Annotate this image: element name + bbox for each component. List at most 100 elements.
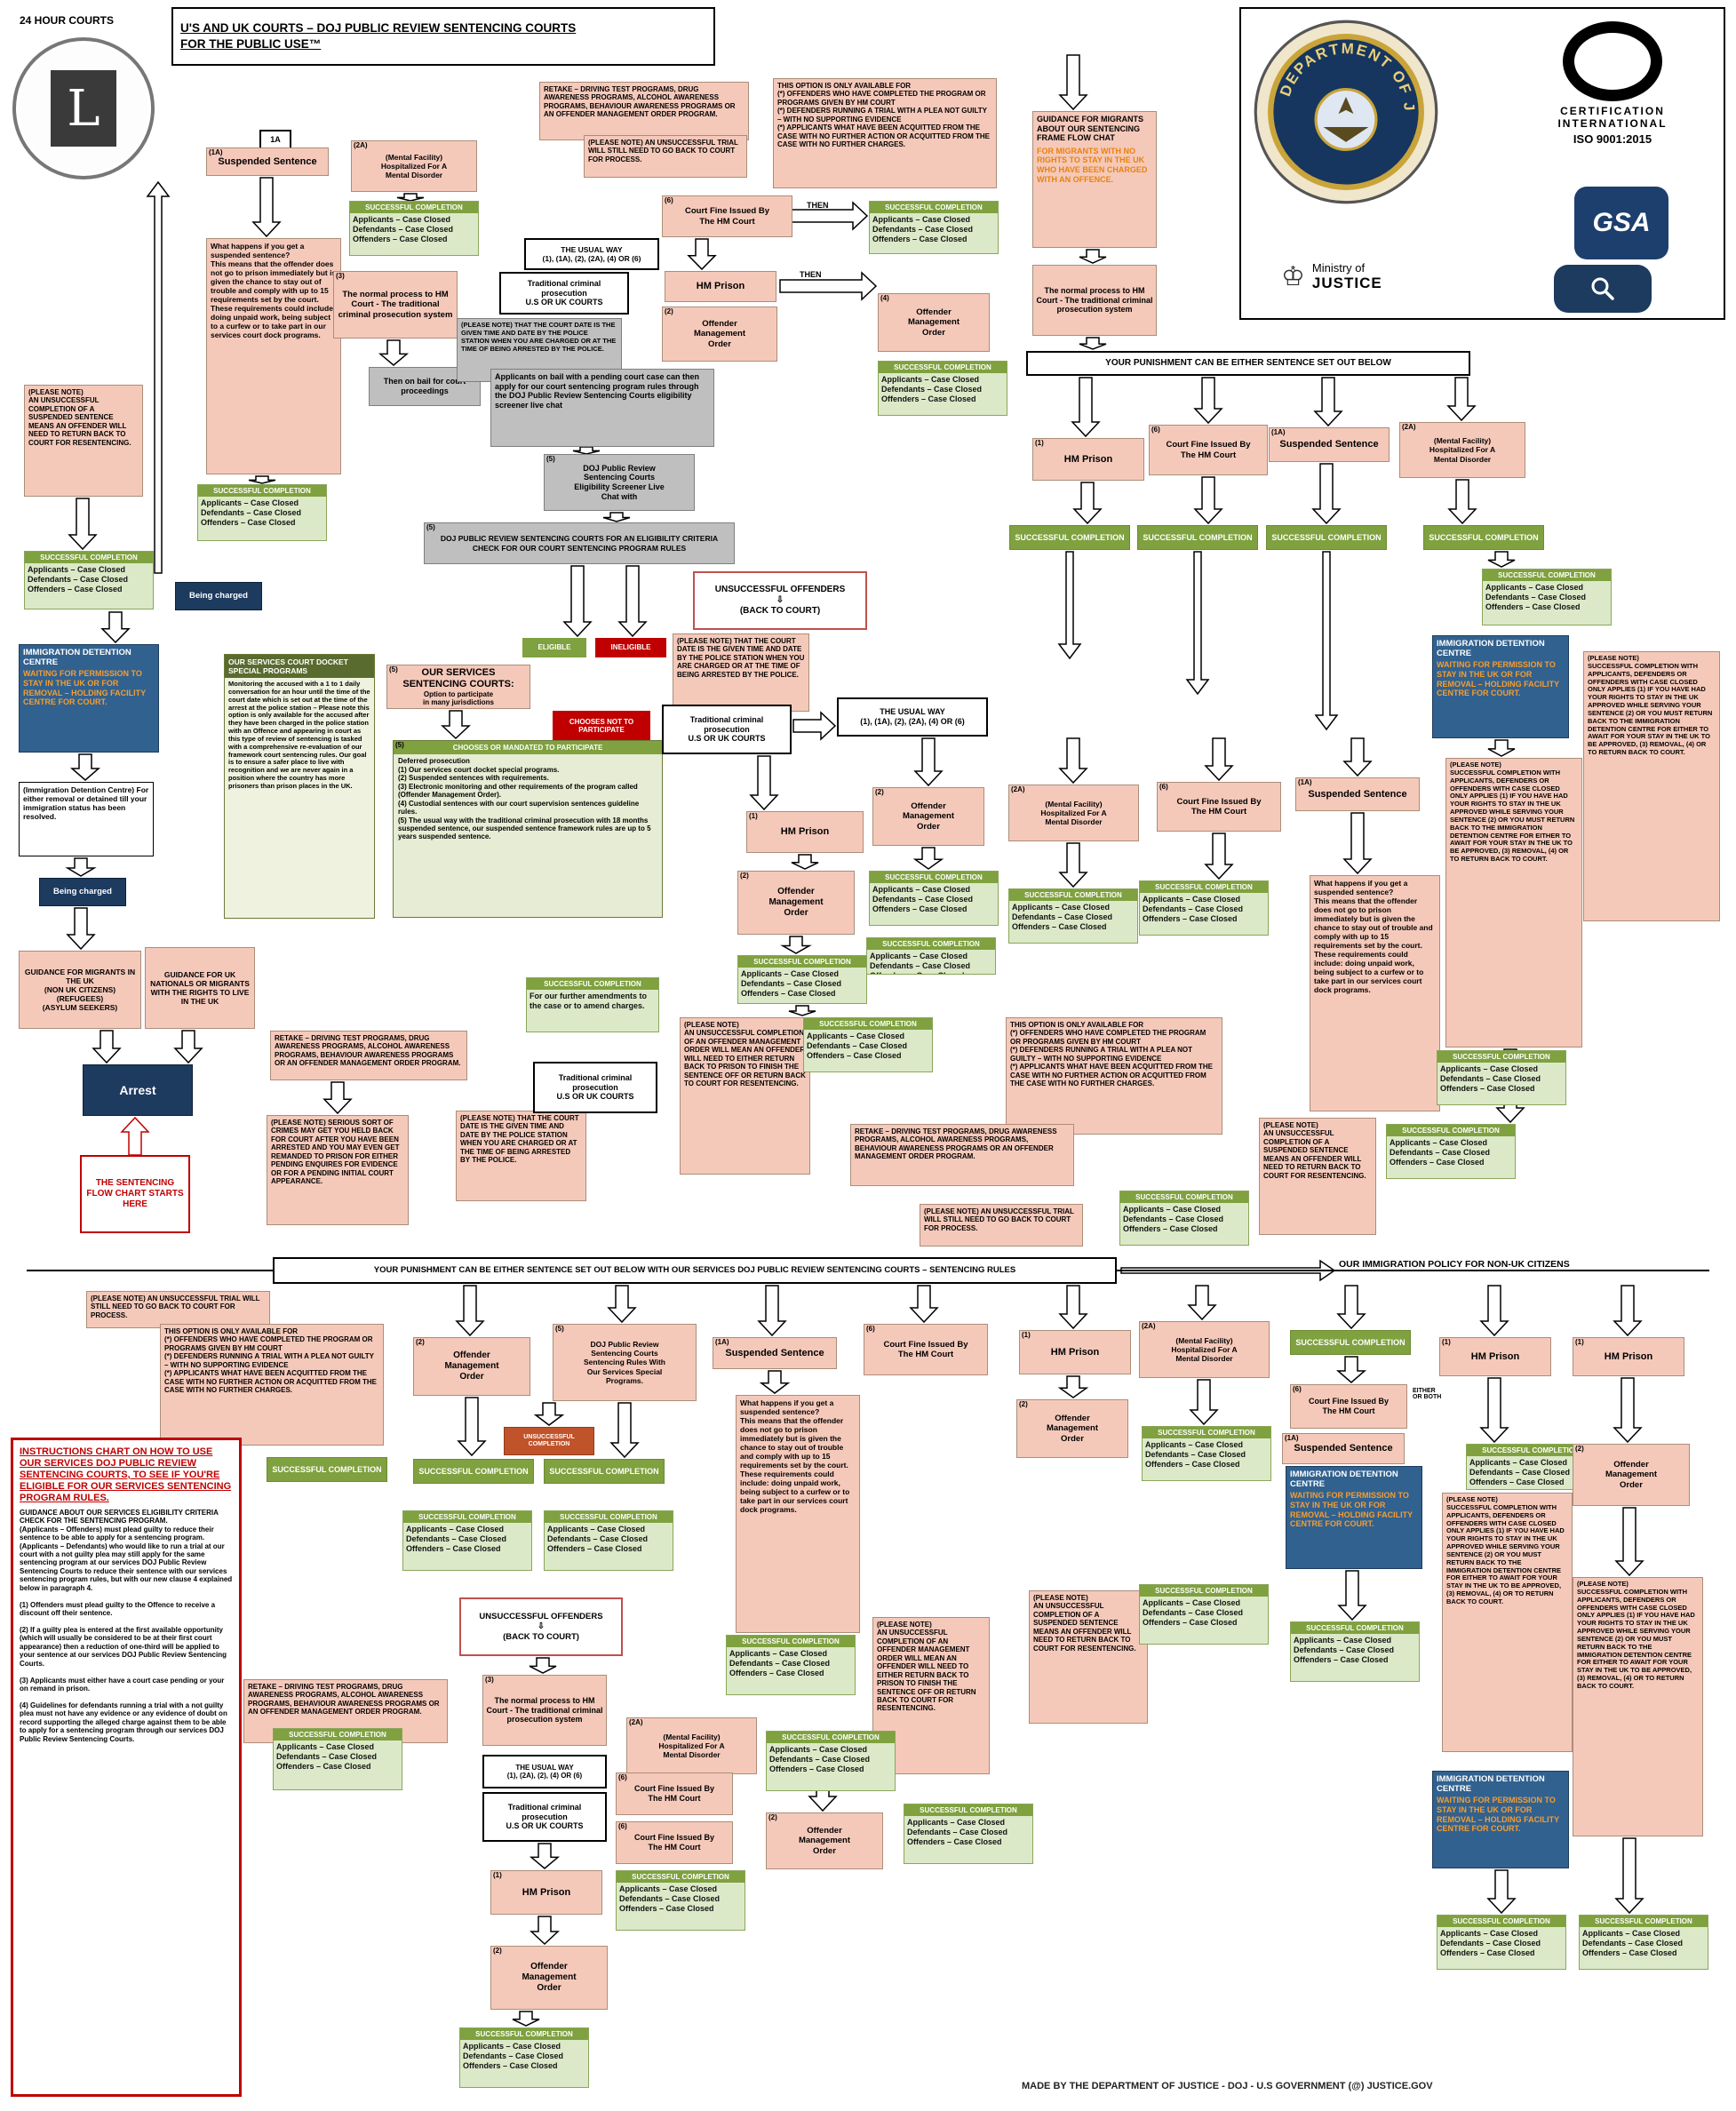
node-text: Applicants – Case Closed Defendants – Ca… [463,2042,564,2070]
node-text: WAITING FOR PERMISSION TO STAY IN THE UK… [1437,1796,1560,1834]
node-text: INELIGIBLE [610,643,651,652]
flow-arrow [780,936,812,954]
node-number-badge: (2) [768,1813,777,1821]
node-text: (PLEASE NOTE) AN UNSUCCESSFUL TRIAL WILL… [91,1294,260,1319]
suspended-sentence-node: (1A)Suspended Sentence [206,147,329,176]
node-text: GUIDANCE FOR MIGRANTS IN THE UK (NON UK … [24,967,136,1013]
node-text: (Immigration Detention Centre) For eithe… [23,785,149,822]
flow-node: THE USUAL WAY (1), (2A), (2), (4) OR (6) [482,1755,607,1788]
flow-arrow [512,2011,540,2027]
flow-node: SUCCESSFUL COMPLETION [413,1459,534,1484]
node-text: (PLEASE NOTE) THAT THE COURT DATE IS THE… [460,1114,579,1165]
flow-node: (6)Court Fine Issued By The HM Court [1157,782,1281,832]
flow-node: 1A [259,130,291,149]
node-text: RETAKE – DRIVING TEST PROGRAMS, DRUG AWA… [275,1034,461,1068]
node-title: HM Prison [1050,1346,1100,1358]
node-text: Applicants – Case Closed Defendants – Ca… [1143,1598,1244,1627]
node-title: SUCCESSFUL COMPLETION [1009,889,1137,902]
flow-node: OUR SERVICES COURT DOCKET SPECIAL PROGRA… [224,654,375,919]
node-title: SUCCESSFUL COMPLETION [1437,1916,1565,1928]
hm-prison-node: (1)HM Prison [490,1870,602,1915]
flow-arrow [1335,1356,1367,1383]
moj-line2: JUSTICE [1311,274,1382,291]
node-text: (PLEASE NOTE) SERIOUS SORT OF CRIMES MAY… [271,1119,400,1186]
suspended-sentence-node: (1A)Suspended Sentence [1269,427,1390,462]
node-text: SUCCESSFUL COMPLETION [1295,1337,1406,1347]
node-number-badge: (5) [426,523,435,531]
node-text: Option to participate in many jurisdicti… [422,689,494,706]
node-title: SUCCESSFUL COMPLETION [1387,1125,1515,1137]
node-number-badge: (2) [740,872,749,880]
flow-arrow [607,1285,637,1324]
flow-node: CHOOSES NOT TO PARTICIPATE [553,711,650,741]
node-title: SUCCESSFUL COMPLETION [870,872,998,884]
flow-arrow [1079,337,1107,350]
flow-node: SUCCESSFUL COMPLETION [1290,1330,1411,1355]
node-title: CHOOSES OR MANDATED TO PARTICIPATE [394,741,662,755]
node-text: Applicants – Case Closed Defendants – Ca… [1012,903,1113,931]
flow-arrow [1614,1837,1644,1915]
node-number-badge: (2) [875,788,884,796]
node-text: Applicants – Case Closed Defendants – Ca… [1143,895,1244,923]
flow-node: (PLEASE NOTE) AN UNSUCCESSFUL TRIAL WILL… [920,1204,1083,1247]
node-title: Suspended Sentence [218,155,317,167]
node-text: Applicants – Case Closed Defendants – Ca… [872,215,974,243]
node-number-badge: (1) [749,812,758,820]
node-title: INSTRUCTIONS CHART ON HOW TO USE OUR SER… [20,1446,232,1503]
node-title: SUCCESSFUL COMPLETION [1483,570,1611,582]
node-text: CHOOSES NOT TO PARTICIPATE [569,717,634,734]
node-text: Court Fine Issued By The HM Court [684,206,769,227]
flow-node: (6)Court Fine Issued By The HM Court [616,1821,733,1864]
node-title: HM Prison [696,281,745,292]
flow-arrow [1193,377,1223,425]
flow-node: UNSUCCESSFUL COMPLETION [504,1427,594,1455]
flow-arrow [529,1657,557,1674]
node-text: (PLEASE NOTE) AN UNSUCCESSFUL COMPLETION… [28,388,131,447]
flow-arrow [792,711,837,741]
flow-node: Traditional criminal prosecution U.S OR … [482,1792,607,1842]
node-text: Offender Management Order [693,319,746,349]
node-number-badge: (1) [1575,1338,1584,1346]
flow-arrow [1204,832,1234,880]
flow-arrow [100,611,131,644]
node-text: DOJ Public Review Sentencing Courts Sent… [583,1340,665,1385]
flow-node: (PLEASE NOTE) AN UNSUCCESSFUL COMPLETION… [1259,1118,1376,1235]
flow-arrow [1058,842,1088,888]
cert-line1: CERTIFICATION [1560,105,1665,117]
flow-arrow [790,201,869,231]
flow-arrow [1314,551,1339,731]
flow-node: GUIDANCE FOR MIGRANTS ABOUT OUR SENTENCI… [1032,111,1157,248]
flow-arrow [1072,482,1103,525]
hm-prison-node: (1)HM Prison [1439,1337,1551,1376]
node-text: Offender Management Order [1605,1460,1658,1490]
node-title: SUCCESSFUL COMPLETION [879,362,1007,374]
node-number-badge: (6) [618,1822,627,1830]
node-number-badge: (1A) [1285,1434,1299,1442]
node-text: (Mental Facility) Hospitalized For A Men… [658,1732,725,1759]
flow-arrow [378,339,410,366]
node-text: DOJ PUBLIC REVIEW SENTENCING COURTS FOR … [440,534,719,553]
node-text: THE SENTENCING FLOW CHART STARTS HERE [86,1178,184,1209]
flow-arrow [759,1370,791,1394]
flow-arrow [779,271,878,301]
node-text: THIS OPTION IS ONLY AVAILABLE FOR (*) OF… [1010,1021,1213,1088]
flow-node: RETAKE – DRIVING TEST PROGRAMS, DRUG AWA… [270,1031,467,1080]
flow-arrow [749,755,779,811]
flow-node: GUIDANCE FOR UK NATIONALS OR MIGRANTS WI… [145,947,255,1029]
node-title: SUCCESSFUL COMPLETION [350,202,478,214]
flow-node: (Immigration Detention Centre) For eithe… [19,782,154,856]
node-text: Applicants – Case Closed Defendants – Ca… [907,1818,1008,1846]
node-text: Applicants – Case Closed Defendants – Ca… [1469,1458,1571,1486]
node-number-badge: (1A) [209,148,223,156]
moj-crest-icon: ♔ [1281,261,1305,291]
node-number-badge: (6) [618,1773,627,1781]
